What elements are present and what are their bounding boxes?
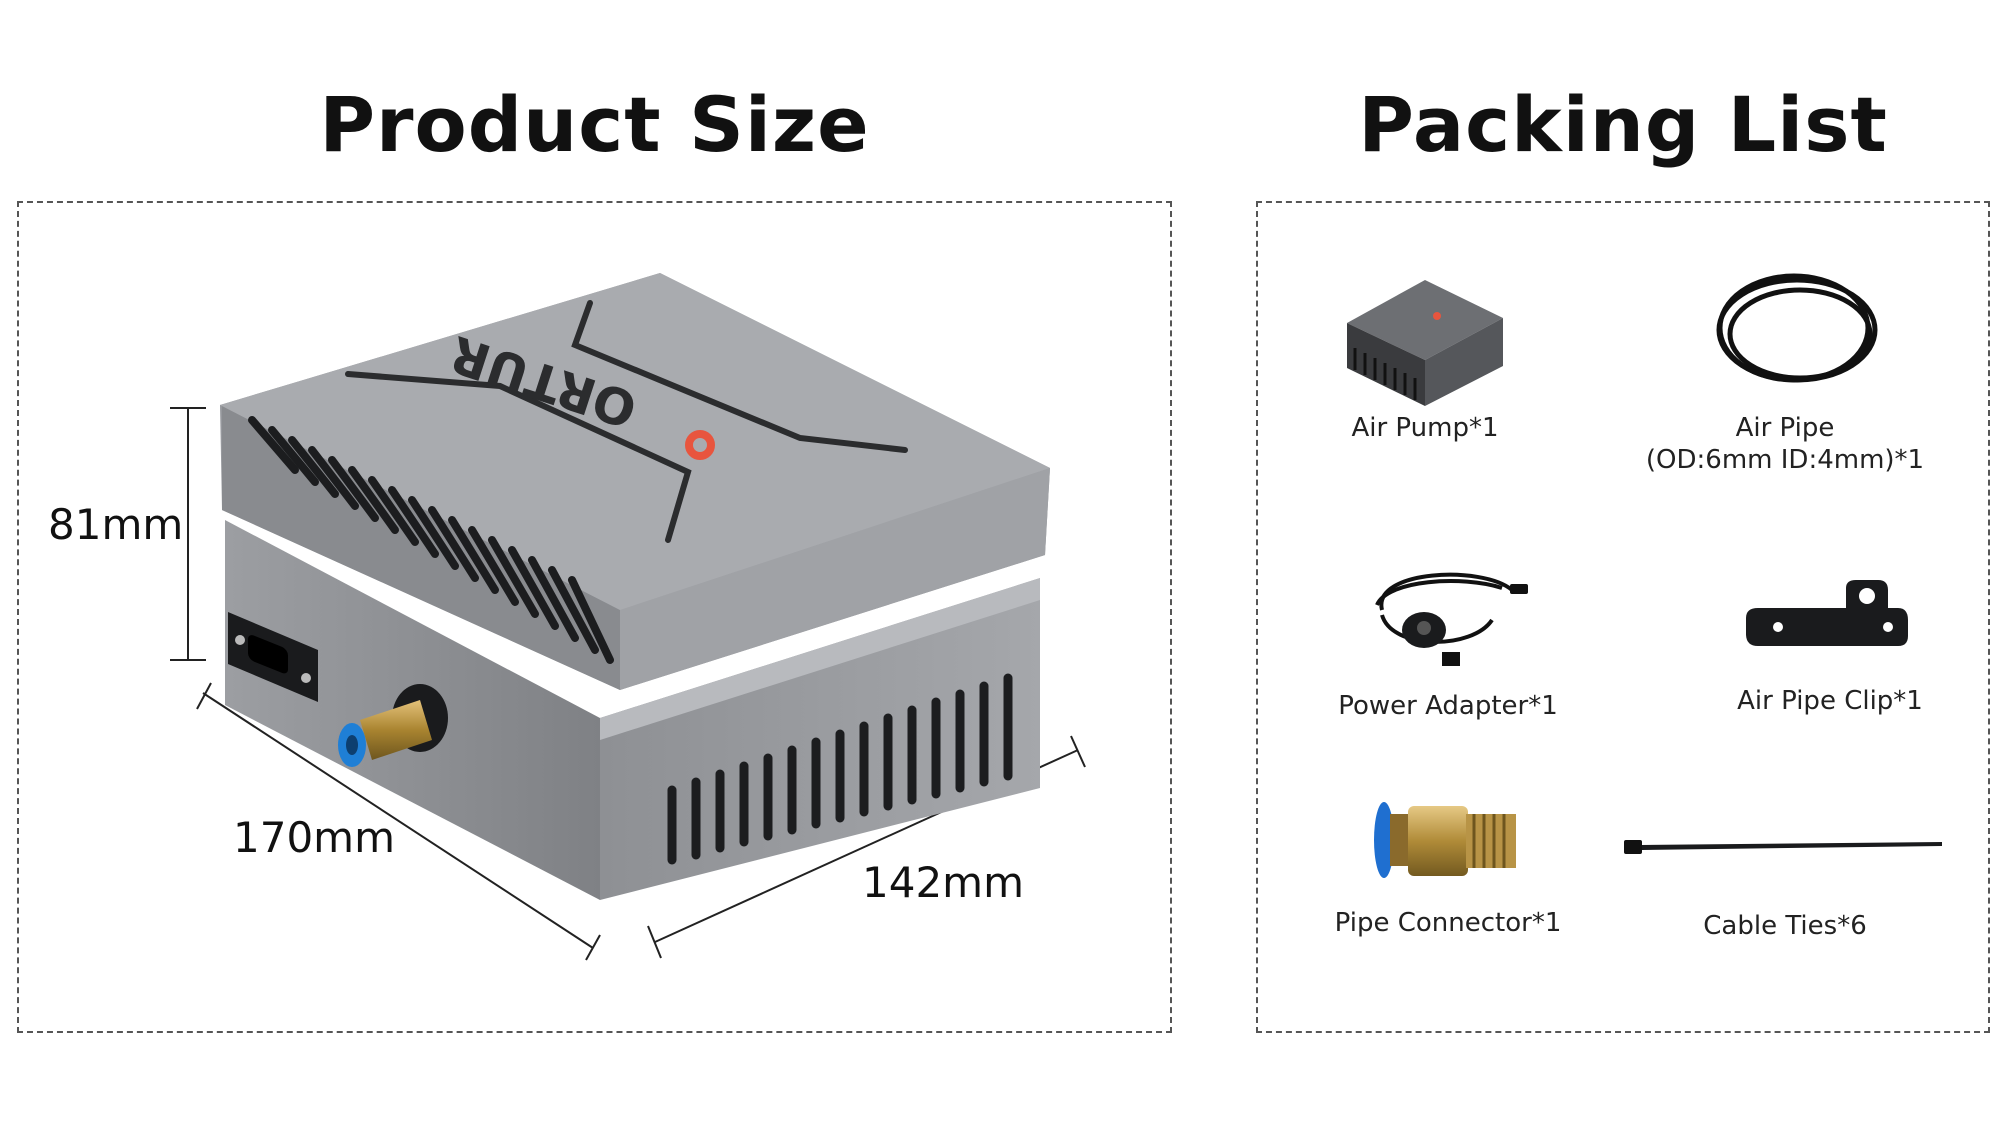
product-size-heading: Product Size xyxy=(319,80,870,169)
packing-list-heading: Packing List xyxy=(1358,80,1888,169)
product-size-panel xyxy=(17,201,1172,1033)
length-label: 170mm xyxy=(233,813,395,862)
power-socket xyxy=(228,612,318,702)
cover-vents xyxy=(248,416,614,664)
air-pipe-label-line2: (OD:6mm ID:4mm)*1 xyxy=(1645,445,1925,475)
cover-stripes xyxy=(345,300,908,543)
length-dimension-line xyxy=(196,682,601,961)
air-pipe-image xyxy=(1716,273,1878,383)
height-dimension-line xyxy=(170,407,206,661)
air-pump-image xyxy=(1347,280,1503,406)
air-pipe-label: Air Pipe (OD:6mm ID:4mm)*1 xyxy=(1620,412,1950,476)
air-pump-label: Air Pump*1 xyxy=(1351,413,1499,443)
pipe-connector-image xyxy=(1374,802,1516,878)
air-pipe-clip-image xyxy=(1746,580,1908,646)
air-pipe-clip-label: Air Pipe Clip*1 xyxy=(1737,686,1923,716)
width-label: 142mm xyxy=(862,858,1024,907)
cable-ties-image xyxy=(1624,840,1942,854)
air-outlet-fitting xyxy=(338,684,448,767)
cable-ties-label: Cable Ties*6 xyxy=(1703,911,1867,941)
air-pipe-label-line1: Air Pipe xyxy=(1735,413,1835,443)
pipe-connector-label: Pipe Connector*1 xyxy=(1334,908,1562,938)
height-label: 81mm xyxy=(48,500,184,549)
packing-list-panel xyxy=(1256,201,1990,1033)
base-vents xyxy=(667,673,1013,865)
power-adapter-image xyxy=(1375,572,1528,666)
brand-logo-accent xyxy=(685,430,715,460)
power-adapter-label: Power Adapter*1 xyxy=(1338,691,1558,721)
